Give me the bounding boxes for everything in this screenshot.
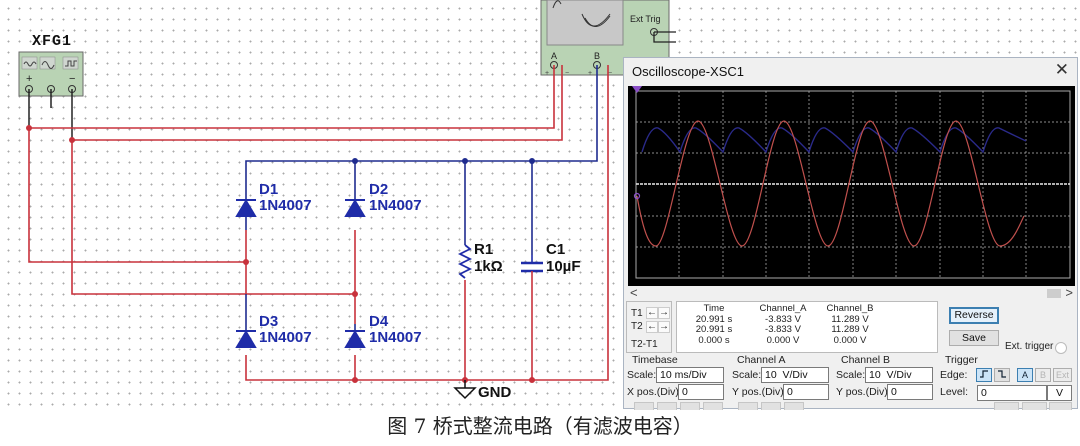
timebase-scale-field[interactable]: 10 ms/Div — [656, 367, 724, 383]
falling-edge-button[interactable] — [994, 368, 1010, 382]
reverse-button[interactable]: Reverse — [949, 307, 999, 324]
partial-button[interactable] — [657, 402, 677, 410]
diode-d4-part: 1N4007 — [369, 329, 422, 346]
trigger-edge-label: Edge: — [940, 369, 968, 381]
readout-t2-channel-a: -3.833 V — [765, 324, 801, 335]
readout-delta-channel-a: 0.000 V — [766, 334, 800, 346]
readout-header-channel-b: Channel_B — [826, 303, 874, 314]
resistor-ref: R1 — [474, 241, 494, 258]
ext-trigger-label: Ext. trigger — [1005, 341, 1054, 352]
channel-b-ypos-field[interactable]: 0 — [887, 384, 933, 400]
t2-right-arrow-icon[interactable]: → — [658, 321, 670, 333]
svg-text:−: − — [69, 73, 75, 85]
channel-a-title: Channel A — [737, 354, 786, 366]
readout-header-channel-a: Channel_A — [759, 303, 807, 314]
channel-b-ypos-label: Y pos.(Div): — [836, 386, 891, 398]
readout-delta-time: 0.000 s — [698, 334, 730, 346]
cursor-controls: T1 ← → T2 ← → T2-T1 — [626, 301, 672, 353]
falling-edge-icon — [998, 370, 1006, 378]
channel-b-title: Channel B — [841, 354, 891, 366]
readout-header-time: Time — [703, 303, 725, 314]
svg-text:−: − — [565, 70, 569, 77]
capacitor-ref: C1 — [546, 241, 566, 258]
cursor-delta-label: T2-T1 — [631, 339, 658, 350]
channel-a-ypos-label: Y pos.(Div): — [732, 386, 787, 398]
diode-d3-part: 1N4007 — [259, 329, 312, 346]
diode-d4-ref: D4 — [369, 313, 389, 330]
readout-t1-channel-b: 11.289 V — [831, 313, 869, 325]
measurement-readout: Time 20.991 s 20.991 s 0.000 s Channel_A… — [676, 301, 938, 353]
partial-button[interactable] — [994, 402, 1019, 410]
resistor-value: 1kΩ — [474, 258, 503, 275]
partial-button[interactable] — [738, 402, 758, 410]
horizontal-scrollbar[interactable]: < > — [628, 285, 1075, 300]
readout-delta-channel-b: 0.000 V — [833, 334, 867, 346]
capacitor-value: 10µF — [546, 258, 581, 275]
diode-d1-part: 1N4007 — [259, 197, 312, 214]
rising-edge-button[interactable] — [976, 368, 992, 382]
ground-label: GND — [478, 384, 512, 401]
channel-a-scale-field[interactable]: 10 V/Div — [761, 367, 829, 383]
svg-text:A: A — [551, 51, 557, 61]
trigger-title: Trigger — [945, 354, 978, 366]
partial-button[interactable] — [1022, 402, 1047, 410]
scope-traces — [632, 86, 1071, 279]
scroll-right-button[interactable]: > — [1065, 285, 1073, 300]
scroll-thumb[interactable] — [1047, 289, 1061, 298]
ext-trigger-radio[interactable] — [1055, 342, 1067, 354]
close-button[interactable]: ✕ — [1054, 60, 1069, 79]
svg-text:Ext Trig: Ext Trig — [630, 14, 661, 24]
t2-left-arrow-icon[interactable]: ← — [646, 321, 658, 333]
trigger-source-a[interactable]: A — [1017, 368, 1033, 382]
scroll-left-button[interactable]: < — [630, 285, 638, 300]
trigger-source-b[interactable]: B — [1035, 368, 1051, 382]
channel-b-scale-field[interactable]: 10 V/Div — [865, 367, 933, 383]
readout-t1-time: 20.991 s — [695, 313, 733, 325]
svg-text:−: − — [608, 70, 612, 77]
trigger-level-label: Level: — [940, 386, 969, 398]
channel-a-ypos-field[interactable]: 0 — [783, 384, 829, 400]
oscilloscope-window[interactable]: Oscilloscope-XSC1 ✕ < > — [623, 57, 1078, 410]
cursor-t1-label: T1 — [631, 308, 643, 319]
readout-t1-channel-a: -3.833 V — [765, 313, 801, 325]
diode-d1-ref: D1 — [259, 181, 279, 198]
trigger-level-field[interactable]: 0 — [977, 385, 1047, 401]
readout-t2-time: 20.991 s — [695, 324, 733, 335]
save-button[interactable]: Save — [949, 330, 999, 346]
cursor-t2-label: T2 — [631, 321, 643, 332]
partial-button[interactable] — [680, 402, 700, 410]
function-generator-label: XFG1 — [32, 33, 73, 50]
channel-a-scale-label: Scale: — [732, 369, 762, 381]
svg-text:+: + — [26, 73, 32, 85]
diode-d2-ref: D2 — [369, 181, 389, 198]
trigger-level-unit[interactable]: V — [1047, 385, 1072, 401]
partial-button[interactable] — [761, 402, 781, 410]
timebase-xpos-label: X pos.(Div): — [627, 386, 682, 398]
partial-button[interactable] — [634, 402, 654, 410]
partial-button[interactable] — [703, 402, 723, 410]
svg-text:+: + — [588, 70, 592, 77]
trigger-source-ext[interactable]: Ext — [1053, 368, 1072, 382]
readout-t2-channel-b: 11.289 V — [831, 324, 869, 335]
diode-d3-ref: D3 — [259, 313, 279, 330]
partial-button[interactable] — [784, 402, 804, 410]
figure-caption: 图 7 桥式整流电路（有滤波电容） — [387, 414, 693, 438]
window-title: Oscilloscope-XSC1 — [632, 64, 744, 79]
svg-text:+: + — [545, 70, 549, 77]
timebase-scale-label: Scale: — [627, 369, 657, 381]
timebase-title: Timebase — [632, 354, 678, 366]
channel-b-scale-label: Scale: — [836, 369, 866, 381]
timebase-xpos-field[interactable]: 0 — [678, 384, 724, 400]
svg-text:B: B — [594, 51, 600, 61]
rising-edge-icon — [980, 370, 988, 378]
scope-display[interactable] — [628, 86, 1075, 286]
t1-left-arrow-icon[interactable]: ← — [646, 307, 658, 319]
diode-d2-part: 1N4007 — [369, 197, 422, 214]
partial-button[interactable] — [1049, 402, 1072, 410]
t1-right-arrow-icon[interactable]: → — [658, 307, 670, 319]
